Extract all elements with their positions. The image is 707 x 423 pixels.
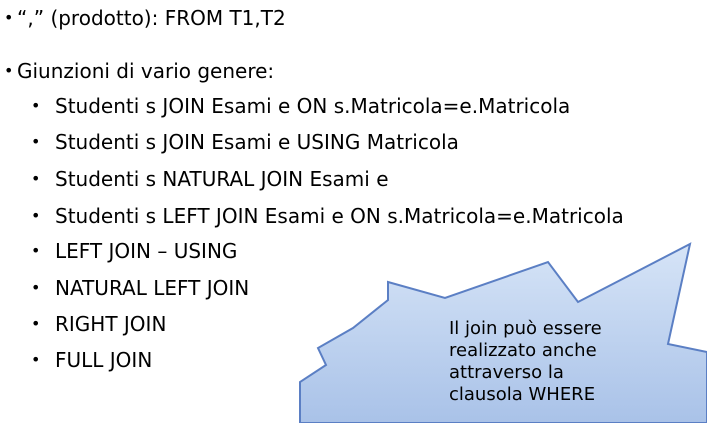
callout-line: clausola WHERE (449, 384, 596, 405)
list-item-text: Studenti s JOIN Esami e USING Matricola (55, 130, 459, 154)
list-item-text: Studenti s LEFT JOIN Esami e ON s.Matric… (55, 204, 624, 228)
bullet-marker: • (31, 206, 41, 225)
list-item-text: Giunzioni di vario genere: (17, 59, 275, 83)
bullet-marker: • (4, 61, 14, 80)
bullet-marker: • (31, 350, 41, 369)
list-item-text: FULL JOIN (55, 348, 153, 372)
list-item-text: LEFT JOIN – USING (55, 239, 238, 263)
bullet-marker: • (31, 132, 41, 151)
bullet-marker: • (31, 314, 41, 333)
list-item-text: “,” (prodotto): FROM T1,T2 (17, 6, 286, 30)
list-item-text: Studenti s NATURAL JOIN Esami e (55, 167, 389, 191)
bullet-marker: • (4, 8, 14, 27)
bullet-marker: • (31, 278, 41, 297)
callout-line: attraverso la (449, 362, 564, 383)
list-item-text: Studenti s JOIN Esami e ON s.Matricola=e… (55, 94, 571, 118)
list-item-text: NATURAL LEFT JOIN (55, 276, 250, 300)
callout-line: realizzato anche (449, 340, 597, 361)
burst-polygon (299, 242, 707, 423)
bullet-marker: • (31, 241, 41, 260)
bullet-marker: • (31, 96, 41, 115)
bullet-marker: • (31, 169, 41, 188)
list-item-text: RIGHT JOIN (55, 312, 167, 336)
callout-text: Il join può essere realizzato anche attr… (449, 318, 649, 406)
callout-line: Il join può essere (449, 318, 602, 339)
